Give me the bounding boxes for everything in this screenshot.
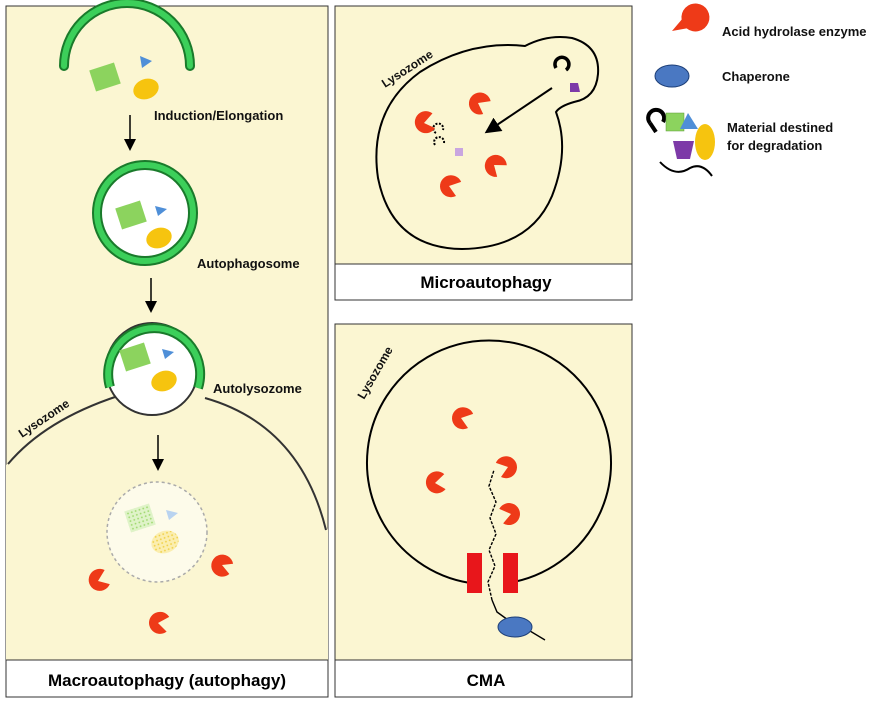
micro-lysosome-membrane (375, 36, 600, 251)
autophagosome-label: Autophagosome (197, 256, 300, 271)
cma-panel: Lysozome CMA (334, 323, 633, 698)
legend-label-material: Material destined for degradation (727, 120, 837, 153)
autolysozome-label: Autolysozome (213, 381, 302, 396)
degradation-material-icon (646, 107, 715, 177)
lamp2a-receptor (467, 553, 482, 593)
induction-label: Induction/Elongation (154, 108, 283, 123)
cargo-triangle (140, 56, 152, 68)
acid-hydrolase-enzyme-icon (495, 456, 517, 479)
acid-hydrolase-enzyme-icon (414, 111, 436, 134)
macroautophagy-panel: Induction/Elongation Autophagosome Autol… (5, 0, 329, 698)
acid-hydrolase-enzyme-icon (499, 503, 520, 525)
cma-lysosome-membrane (366, 339, 612, 584)
acid-hydrolase-enzyme-icon (484, 154, 507, 177)
cma-caption: CMA (467, 671, 506, 690)
degrading-vesicle (106, 481, 208, 583)
cargo-oval (133, 78, 159, 100)
cargo-square (89, 62, 121, 92)
macro-lysosome-membrane (7, 395, 119, 465)
chaperone-icon (654, 64, 690, 88)
legend: Acid hydrolase enzyme Chaperone Material… (646, 3, 867, 177)
macroautophagy-caption: Macroautophagy (autophagy) (48, 671, 286, 690)
lamp2a-receptor (503, 553, 518, 593)
legend-label-enzyme: Acid hydrolase enzyme (722, 24, 867, 39)
legend-label-material-line2: for degradation (727, 138, 822, 153)
microautophagy-caption: Microautophagy (420, 273, 552, 292)
legend-label-material-line1: Material destined (727, 120, 833, 135)
acid-hydrolase-enzyme-icon (468, 92, 491, 115)
acid-hydrolase-enzyme-icon (452, 407, 474, 430)
acid-hydrolase-enzyme-icon (88, 568, 110, 591)
chaperone-icon (497, 616, 533, 638)
acid-hydrolase-enzyme-icon (211, 554, 234, 577)
acid-hydrolase-enzyme-icon (440, 175, 462, 198)
microautophagy-panel: Lysozome Microautophagy (334, 5, 633, 301)
legend-label-chaperone: Chaperone (722, 69, 790, 84)
acid-hydrolase-enzyme-icon (672, 3, 710, 32)
acid-hydrolase-enzyme-icon (425, 471, 446, 494)
acid-hydrolase-enzyme-icon (149, 611, 170, 634)
